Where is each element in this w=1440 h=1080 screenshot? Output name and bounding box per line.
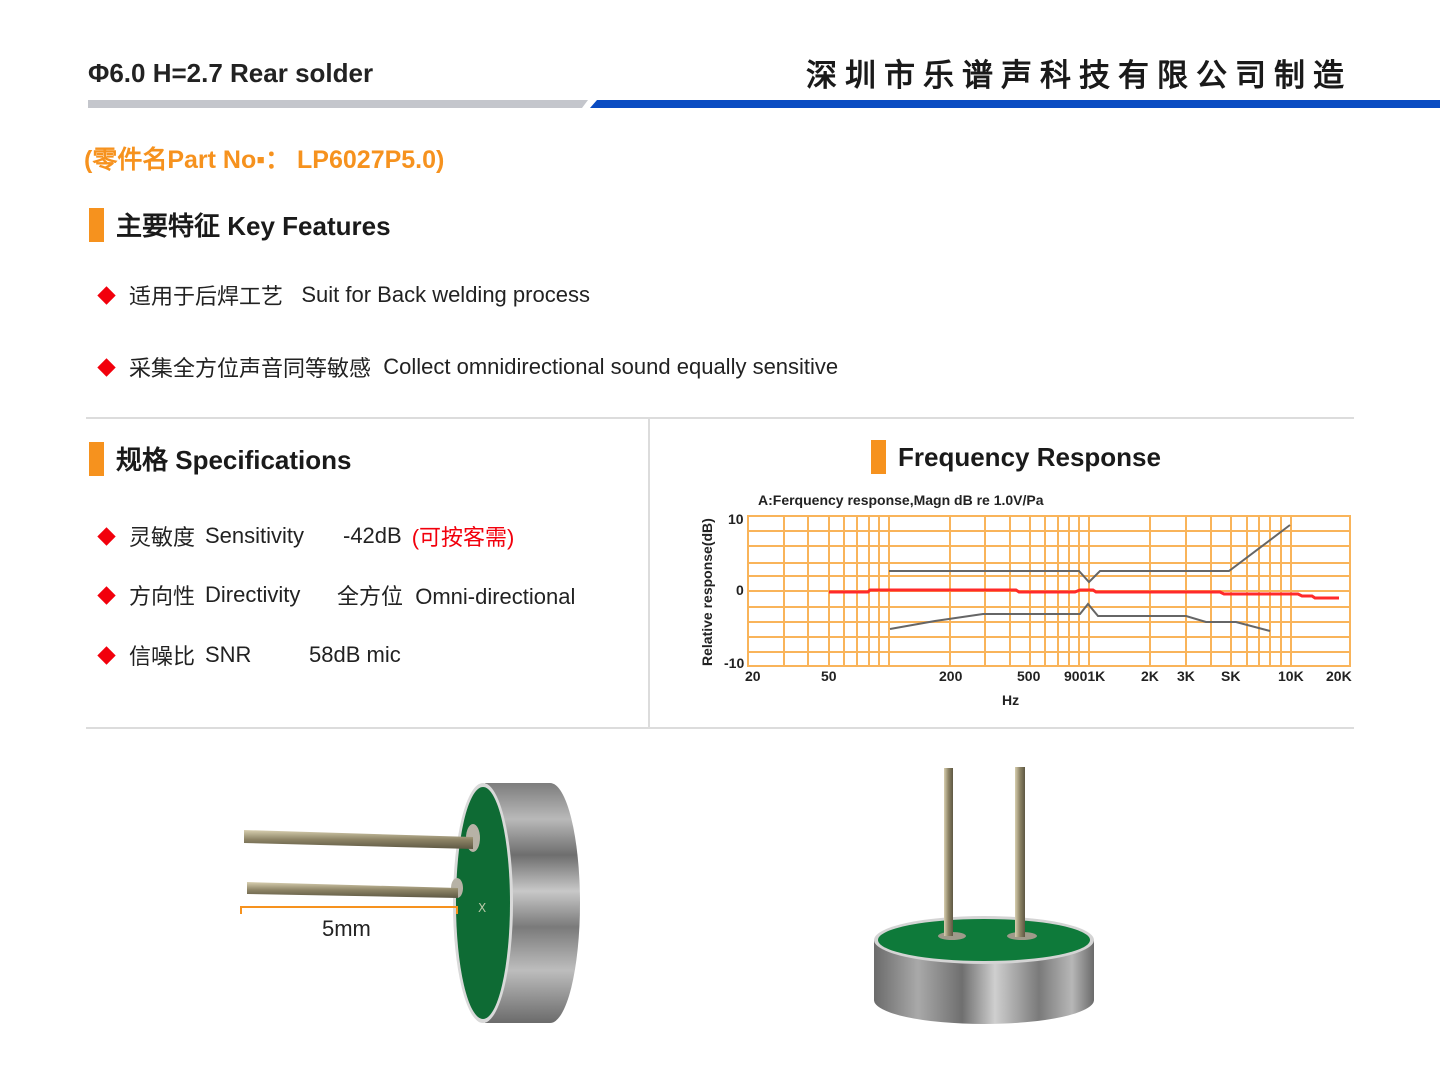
key-features-heading-text: 主要特征 Key Features [116, 211, 391, 241]
spec-value: 58dB mic [309, 642, 401, 667]
frequency-response-heading: Frequency Response [871, 440, 1161, 474]
spec-row-directivity: 方向性 Directivity 全方位 Omni-directional [96, 579, 575, 611]
y-tick: 10 [728, 511, 744, 527]
header-divider-bar [88, 100, 1440, 108]
feature-cn: 适用于后焊工艺 [129, 284, 284, 309]
pin-length-label: 5mm [322, 916, 371, 941]
x-tick: 200 [939, 668, 963, 684]
part-number: (零件名Part No▪： LP6027P5.0) [84, 146, 445, 174]
feature-cn: 采集全方位声音同等敏感 [129, 356, 372, 381]
heading-accent-bar [89, 207, 104, 242]
specifications-heading-text: 规格 Specifications [116, 445, 352, 475]
microphone-side-view-image: X [240, 783, 580, 1023]
feature-item: 适用于后焊工艺 Suit for Back welding process [96, 279, 590, 311]
specifications-heading: 规格 Specifications [89, 440, 352, 477]
x-tick: 10K [1278, 668, 1304, 684]
x-tick: 9001K [1064, 668, 1106, 684]
x-tick: 20K [1326, 668, 1352, 684]
section-divider-vertical [648, 419, 650, 727]
feature-en: Suit for Back welding process [301, 282, 590, 307]
spec-row-snr: 信噪比 SNR 58dB mic [96, 639, 401, 671]
spec-value: -42dB [343, 523, 402, 548]
company-name: 深圳市乐谱声科技有限公司制造 [806, 58, 1352, 94]
heading-accent-bar [871, 440, 886, 474]
spec-cn: 信噪比 [129, 644, 196, 669]
spec-en: Directivity [205, 582, 301, 607]
upper-tolerance-line [889, 524, 1291, 584]
response-line [829, 588, 1339, 600]
x-tick: 3K [1177, 668, 1195, 684]
y-tick: -10 [724, 655, 745, 671]
microphone-top-view-image [874, 767, 1094, 1024]
section-divider-top [86, 417, 1354, 419]
frequency-response-heading-text: Frequency Response [898, 441, 1161, 472]
header-title: Φ6.0 H=2.7 Rear solder [88, 58, 374, 88]
chart-x-axis-label: Hz [1002, 692, 1020, 708]
heading-accent-bar [89, 441, 104, 476]
spec-note: (可按客需) [411, 525, 515, 550]
spec-en: Sensitivity [205, 523, 305, 548]
y-tick: 0 [736, 582, 744, 598]
feature-item: 采集全方位声音同等敏感 Collect omnidirectional soun… [96, 351, 838, 383]
pcb-marking: X [478, 901, 486, 915]
key-features-heading: 主要特征 Key Features [89, 206, 391, 243]
spec-row-sensitivity: 灵敏度 Sensitivity -42dB (可按客需) [96, 520, 514, 552]
x-tick: SK [1221, 668, 1241, 684]
x-tick: 500 [1017, 668, 1041, 684]
feature-en: Collect omnidirectional sound equally se… [383, 354, 839, 379]
spec-en: SNR [205, 642, 252, 667]
spec-value: 全方位 Omni-directional [337, 584, 576, 609]
x-tick: 50 [821, 668, 837, 684]
spec-cn: 方向性 [129, 584, 196, 609]
x-tick: 2K [1141, 668, 1159, 684]
dimension-bracket [240, 906, 458, 914]
chart-grid [747, 515, 1351, 667]
chart-title: A:Ferquency response,Magn dB re 1.0V/Pa [758, 492, 1044, 508]
section-divider-bottom [86, 727, 1354, 729]
lower-tolerance-line [889, 602, 1271, 632]
x-tick: 20 [745, 668, 761, 684]
spec-cn: 灵敏度 [129, 525, 196, 550]
